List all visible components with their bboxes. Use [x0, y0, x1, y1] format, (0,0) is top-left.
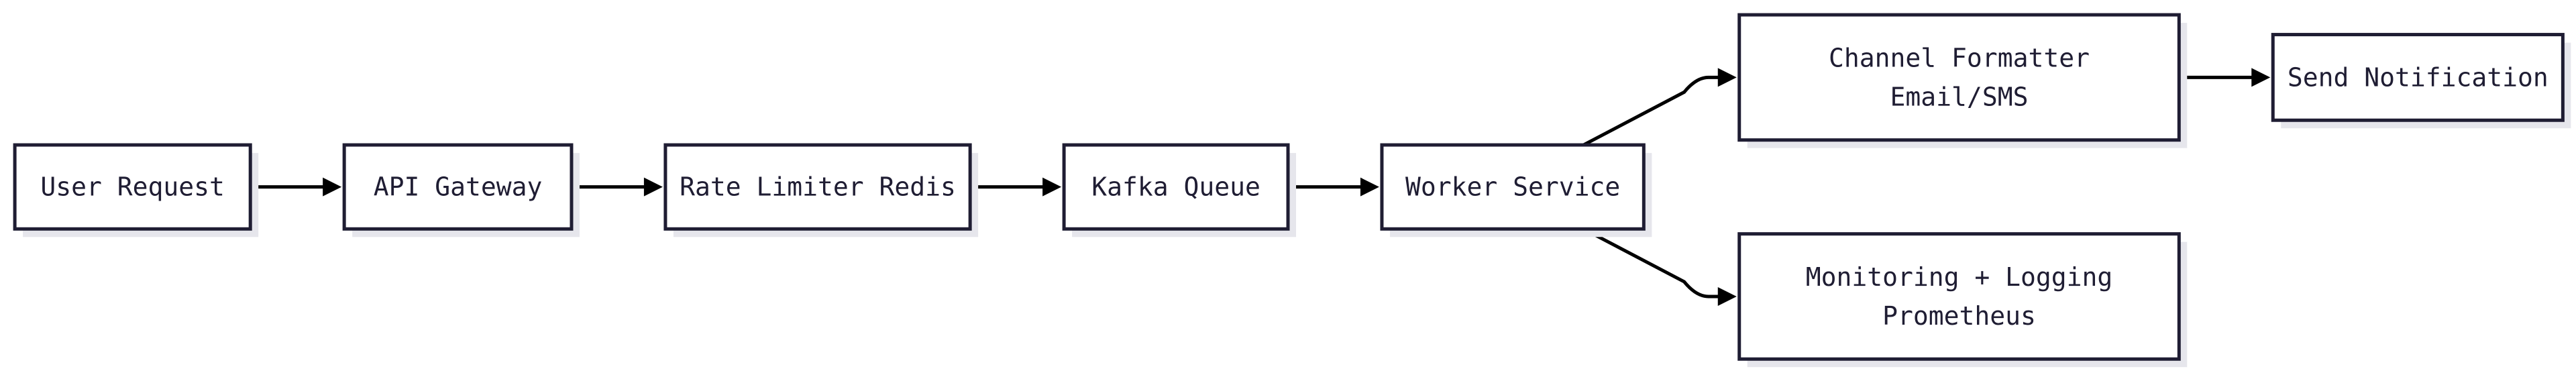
- node-label: Prometheus: [1882, 301, 2036, 331]
- node-rate-limiter: Rate Limiter Redis: [663, 143, 979, 237]
- node-label: User Request: [40, 172, 225, 202]
- node-label: API Gateway: [374, 172, 543, 202]
- node-box: [663, 143, 972, 231]
- arrow-head: [2251, 68, 2271, 87]
- node-user-request: User Request: [13, 143, 259, 237]
- node-worker-service: Worker Service: [1380, 143, 1652, 237]
- node-box: [342, 143, 574, 231]
- node-box: [1380, 143, 1646, 231]
- edge-channel-formatter-to-send-notification: [2180, 68, 2271, 87]
- node-box: [1737, 13, 2181, 142]
- node-box: [13, 143, 252, 231]
- arrow-head: [323, 177, 342, 197]
- edge-worker-service-to-channel-formatter: [1582, 68, 1737, 147]
- node-kafka-queue: Kafka Queue: [1062, 143, 1296, 237]
- edge-line: [1582, 227, 1721, 299]
- node-label: Send Notification: [2288, 62, 2548, 92]
- node-send-notification: Send Notification: [2271, 33, 2571, 129]
- node-label: Worker Service: [1405, 172, 1620, 202]
- edge-rate-limiter-to-kafka-queue: [971, 177, 1062, 197]
- edges-layer: [252, 68, 2271, 306]
- arrow-head: [1360, 177, 1379, 197]
- arrow-head: [1717, 68, 1737, 87]
- node-label: Monitoring + Logging: [1806, 262, 2113, 292]
- node-label: Rate Limiter Redis: [680, 172, 956, 202]
- edge-user-request-to-api-gateway: [252, 177, 342, 197]
- node-box: [1062, 143, 1290, 231]
- edge-api-gateway-to-rate-limiter: [572, 177, 663, 197]
- arrow-head: [643, 177, 663, 197]
- node-box: [2271, 33, 2565, 122]
- arrow-head: [1717, 286, 1737, 306]
- edge-worker-service-to-monitoring: [1582, 227, 1737, 306]
- node-api-gateway: API Gateway: [342, 143, 580, 237]
- node-label: Channel Formatter: [1829, 43, 2090, 72]
- edge-kafka-queue-to-worker-service: [1289, 177, 1379, 197]
- node-label: Kafka Queue: [1091, 172, 1260, 202]
- node-label: Email/SMS: [1890, 82, 2029, 111]
- node-box: [1737, 232, 2181, 361]
- edge-line: [1582, 75, 1721, 147]
- arrow-head: [1042, 177, 1062, 197]
- nodes-layer: User Request API Gateway Rate Limiter Redi…: [13, 13, 2571, 368]
